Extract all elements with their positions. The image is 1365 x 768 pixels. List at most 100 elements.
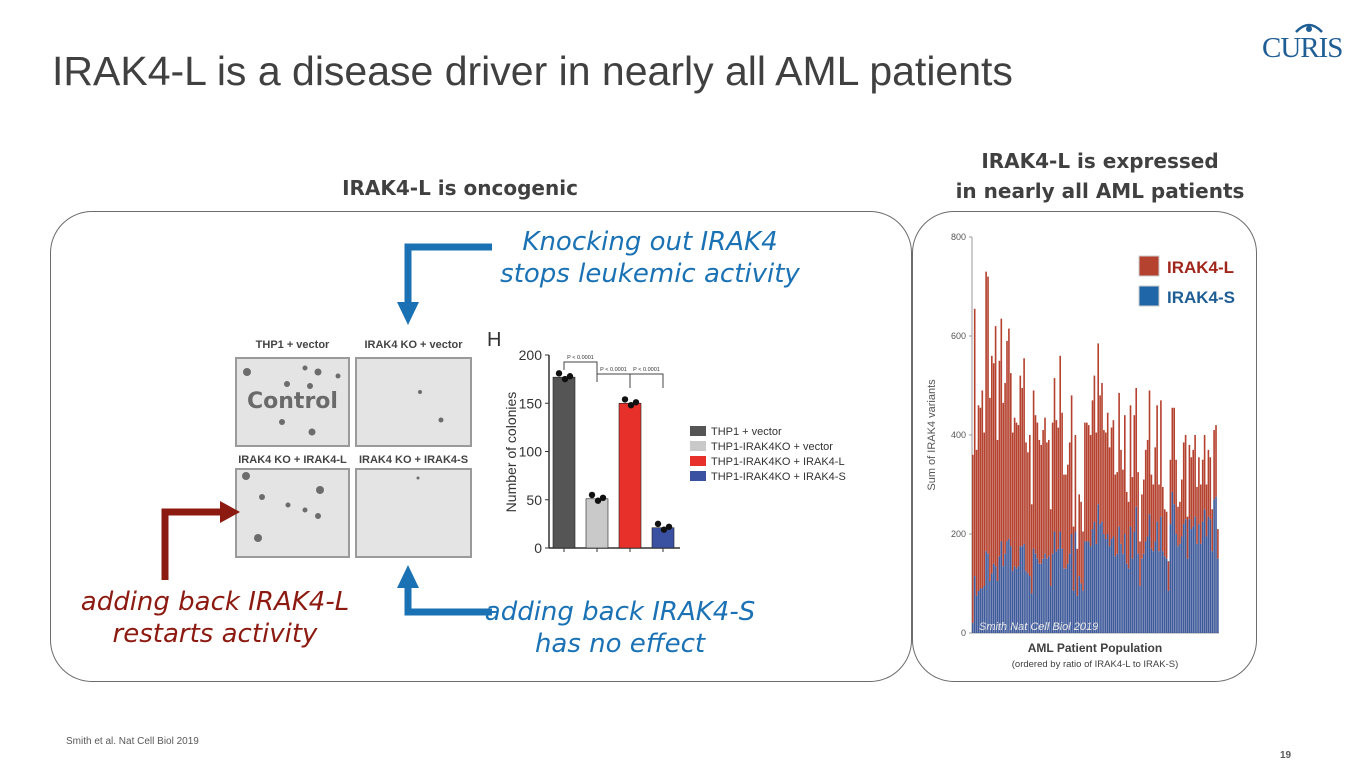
bar-irak4l [973, 308, 976, 577]
bar-irak4l [992, 363, 995, 564]
bar-irak4s [1165, 558, 1168, 633]
bar-irak4s [1025, 571, 1027, 633]
annotation-line: has no effect [534, 629, 706, 659]
bar-irak4l [1207, 449, 1210, 517]
bar-irak4s [991, 573, 993, 633]
data-point [632, 399, 640, 406]
bar-irak4s [1072, 590, 1075, 633]
bar-irak4s [1010, 546, 1012, 633]
bar-irak4s [1061, 548, 1063, 633]
bar-irak4s [1108, 546, 1111, 633]
bar-irak4l [1146, 439, 1149, 537]
bar-irak4s [1023, 543, 1025, 633]
control-label: Control [247, 389, 338, 414]
bar-irak4l [1055, 420, 1058, 552]
bar-irak4l [1200, 484, 1202, 544]
bar-irak4s [1017, 566, 1020, 633]
bar-irak4l [1053, 378, 1056, 532]
bar-irak4l [987, 276, 989, 554]
footer-citation: Smith et al. Nat Cell Biol 2019 [66, 736, 199, 747]
bar-irak4s [1141, 558, 1143, 633]
bar-irak4l [983, 432, 986, 586]
bar-irak4l [1194, 435, 1196, 517]
bar-irak4l [1032, 390, 1035, 549]
microscope-image-ko-irak4l [235, 468, 350, 558]
bar-irak4l [989, 397, 991, 582]
annotation-line: Knocking out IRAK4 [522, 227, 778, 257]
bar-irak4l [1074, 435, 1077, 532]
bar-irak4s [1190, 529, 1193, 633]
bar-irak4s [1106, 534, 1109, 633]
bar-irak4s [1080, 583, 1082, 633]
knockout-annotation: Knocking out IRAK4 stops leukemic activi… [470, 226, 830, 290]
bar-irak4s [1150, 548, 1153, 633]
legend-label: THP1 + vector [711, 426, 782, 438]
bar-irak4s [1158, 551, 1160, 633]
bar-irak4s [1091, 529, 1094, 633]
bar-irak4l [1177, 506, 1179, 547]
bar-irak4s [1179, 543, 1181, 633]
bar-irak4s [985, 551, 987, 633]
bar-irak4s [1188, 519, 1191, 633]
bar-irak4s [1074, 531, 1077, 633]
bar-irak4s [1027, 573, 1029, 633]
right-heading-line-1: IRAK4-L is expressed [981, 149, 1219, 173]
bar-irak4s [1135, 506, 1138, 633]
bar-irak4l [1143, 479, 1145, 554]
irak4s-annotation: adding back IRAK4-S has no effect [470, 596, 770, 660]
bar-irak4l [1061, 412, 1063, 549]
data-point [566, 373, 574, 380]
bar-irak4l [1203, 435, 1206, 510]
bar-irak4s [1034, 553, 1037, 633]
bar-irak4l [1067, 464, 1069, 564]
bar-irak4l [1190, 457, 1193, 530]
bar-irak4l [1118, 392, 1120, 527]
bar-irak4l [1006, 340, 1008, 542]
bar-irak4l [1133, 415, 1136, 532]
bar-irak4l [1129, 405, 1132, 527]
bar-irak4s [1049, 585, 1052, 633]
legend-label: THP1-IRAK4KO + vector [711, 441, 833, 453]
bar-irak4l [1049, 509, 1052, 586]
bar-irak4s [1048, 556, 1050, 633]
bar-irak4s [1046, 558, 1048, 633]
bar-irak4l [1076, 548, 1079, 596]
bar-irak4l [1068, 442, 1071, 554]
bar-irak4l [985, 271, 987, 552]
bar-irak4s [1175, 534, 1177, 633]
bar-irak4l [1051, 422, 1054, 554]
bar-irak4s [1055, 551, 1058, 633]
panel-label: IRAK4 KO + IRAK4-L [238, 454, 347, 466]
bar-irak4s [1002, 566, 1005, 633]
bar-irak4s [1051, 553, 1054, 633]
bar-irak4l [1087, 425, 1090, 542]
bar-irak4l [1040, 444, 1043, 564]
bar-irak4l [1057, 427, 1060, 549]
bar-irak4l [1135, 387, 1138, 507]
bar-irak4l [1163, 509, 1166, 557]
p-value-label: P < 0.0001 [567, 355, 594, 361]
bar-irak4s [1042, 558, 1044, 633]
bar-irak4s [1013, 566, 1016, 633]
bar-irak4l [1182, 442, 1185, 525]
bar-irak4s [1139, 585, 1141, 633]
data-point [665, 523, 673, 530]
data-point [627, 401, 635, 409]
bar-irak4s [1144, 541, 1147, 633]
bar-irak4s [1011, 571, 1014, 633]
bar-irak4s [1116, 553, 1119, 633]
y-tick-label: 400 [951, 430, 966, 440]
panel-label: IRAK4 KO + vector [364, 339, 463, 351]
bar-irak4s [1171, 491, 1174, 633]
bar-irak4l [1091, 400, 1094, 530]
bar-irak4l [1201, 459, 1204, 522]
bar-irak4s [1129, 526, 1132, 633]
bar-irak4s [1160, 516, 1162, 633]
bar-irak4s [1036, 558, 1039, 633]
bar-irak4l [1021, 387, 1024, 547]
bar-irak4l [996, 439, 999, 582]
p-value-label: P < 0.0001 [600, 367, 627, 373]
bar-irak4s [1167, 590, 1170, 633]
right-heading: IRAK4-L is expressed in nearly all AML p… [930, 146, 1270, 206]
